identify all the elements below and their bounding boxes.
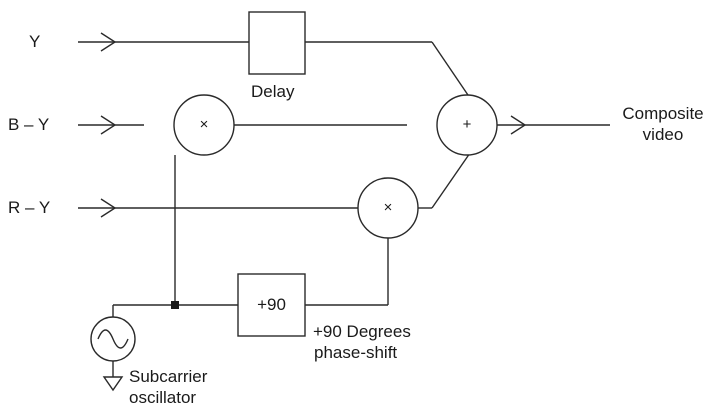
delay-to-adder-diagonal bbox=[431, 41, 471, 99]
phase-shift-caption-line1: +90 Degrees bbox=[313, 322, 411, 341]
delay-label: Delay bbox=[251, 82, 295, 101]
output-caption-line2: video bbox=[642, 125, 684, 144]
phase-shift-box-label: +90 bbox=[257, 295, 286, 314]
r-y-input-arrow bbox=[100, 198, 117, 218]
ground-symbol bbox=[102, 376, 124, 392]
oscillator-caption-line1: Subcarrier bbox=[129, 367, 208, 386]
phase-shift-caption-line2: phase-shift bbox=[314, 343, 398, 362]
y-input-arrow bbox=[100, 32, 117, 52]
output-caption-line1: Composite bbox=[622, 104, 704, 123]
b-y-input-arrow bbox=[100, 115, 117, 135]
phase-shift-block bbox=[237, 273, 306, 337]
r-y-mixer bbox=[357, 177, 419, 239]
junction-dot bbox=[171, 301, 179, 309]
delay-block bbox=[248, 11, 306, 75]
label-y-input: Y bbox=[29, 32, 41, 51]
adder-symbol: + bbox=[462, 116, 472, 133]
r-y-mixer-symbol: × bbox=[383, 199, 393, 216]
label-r-y-input: R – Y bbox=[8, 198, 51, 217]
output-arrow bbox=[510, 115, 527, 135]
b-y-mixer bbox=[173, 94, 235, 156]
label-b-y-input: B – Y bbox=[8, 115, 50, 134]
r-y-mixer-to-adder-diagonal bbox=[431, 152, 471, 209]
b-y-mixer-symbol: × bbox=[199, 116, 209, 133]
adder bbox=[436, 94, 498, 156]
oscillator-caption-line2: oscillator bbox=[129, 388, 197, 407]
sine-wave-icon bbox=[97, 329, 129, 349]
